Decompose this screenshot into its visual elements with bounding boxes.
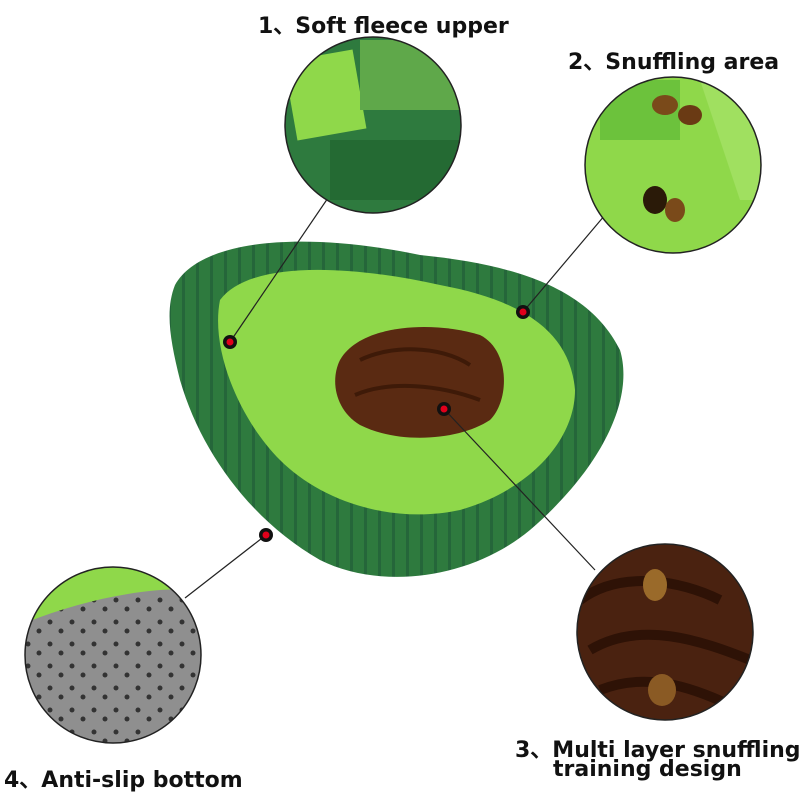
callout-lines — [184, 194, 606, 599]
callout-label-multi-layer-line2: training design — [553, 757, 742, 782]
callout-label-anti-slip-bottom: 4、Anti-slip bottom — [4, 768, 243, 793]
detail-anti-slip-bottom — [25, 567, 201, 743]
callout-label-multi-layer: 3、Multi layer snuffling — [515, 738, 800, 763]
detail-snuffling-area — [585, 77, 761, 253]
snuffle-mat — [169, 241, 624, 577]
callout-label-snuffling-area: 2、Snuffling area — [568, 50, 780, 75]
callout-markers — [223, 305, 530, 542]
detail-fleece-upper — [285, 37, 461, 213]
callout-label-soft-fleece-upper: 1、Soft fleece upper — [258, 14, 509, 39]
detail-multi-layer — [577, 544, 753, 720]
